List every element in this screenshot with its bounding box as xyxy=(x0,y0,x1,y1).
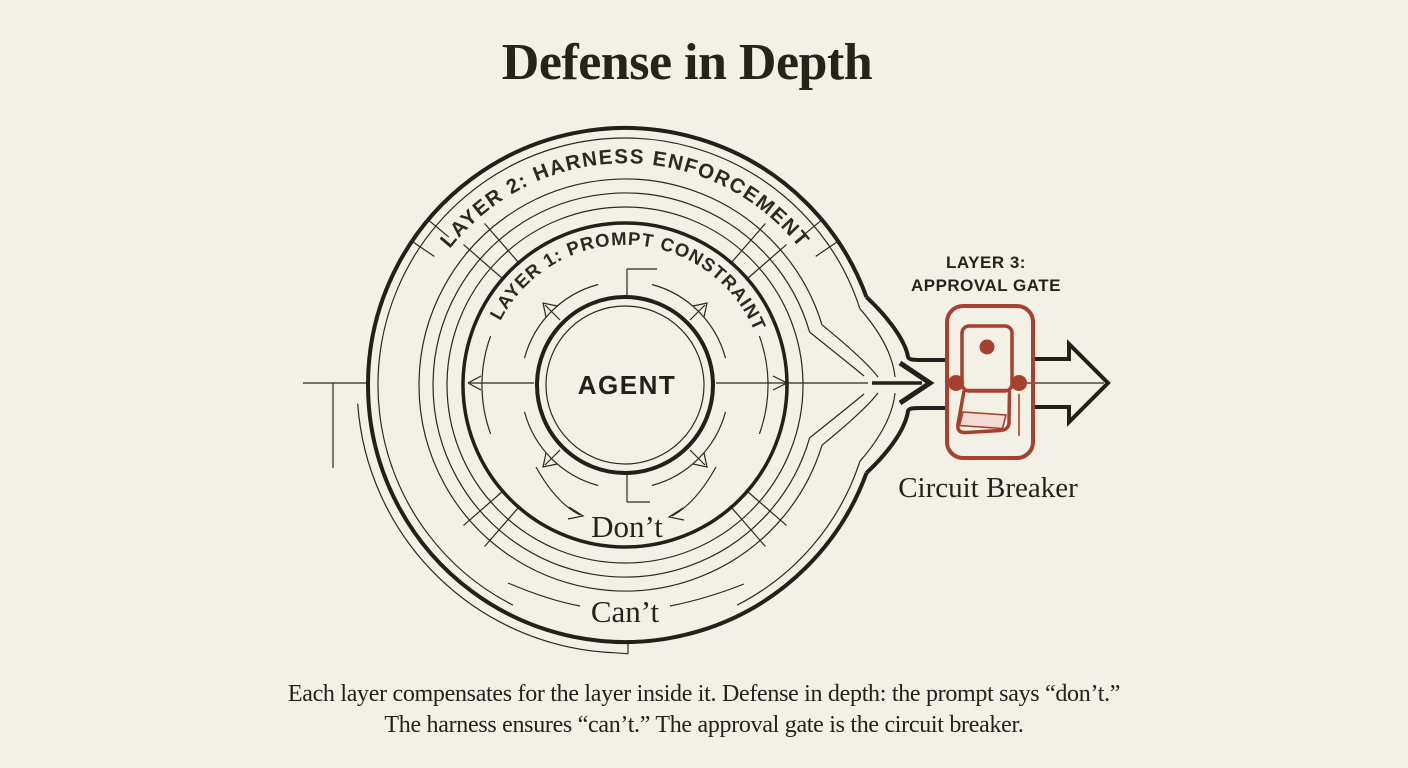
prompt-word-dont: Don’t xyxy=(591,509,663,544)
funnel-thin-lines xyxy=(809,308,896,462)
breaker-toggle-switch xyxy=(956,324,1014,435)
approval-gate-assembly xyxy=(945,304,1111,460)
etched-ring-linework xyxy=(357,137,861,655)
circuit-breaker-label: Circuit Breaker xyxy=(898,472,1078,504)
breaker-left-contact-dot xyxy=(948,375,964,391)
breaker-top-contact-dot xyxy=(979,339,995,355)
toggle-bottom-face xyxy=(958,411,1008,430)
layer-boundary-circles xyxy=(365,126,947,644)
agent-radial-arrows xyxy=(467,268,868,503)
caption-line-2: The harness ensures “can’t.” The approva… xyxy=(384,712,1023,738)
layer1-ring-label: LAYER 1: PROMPT CONSTRAINT xyxy=(485,228,770,334)
layer3-label-line1: LAYER 3: xyxy=(946,253,1026,272)
page-title: Defense in Depth xyxy=(502,34,873,91)
breaker-right-contact-dot xyxy=(1011,375,1027,391)
dont-pointer-arrows xyxy=(535,466,717,521)
left-entry-line xyxy=(303,382,368,468)
caption-line-1: Each layer compensates for the layer ins… xyxy=(288,681,1120,707)
layer3-label-line2: APPROVAL GATE xyxy=(911,276,1061,295)
radial-bridge-hatches xyxy=(411,219,839,547)
harness-word-cant: Can’t xyxy=(591,594,660,629)
agent-core-label: AGENT xyxy=(578,370,677,400)
breaker-housing xyxy=(945,304,1035,460)
